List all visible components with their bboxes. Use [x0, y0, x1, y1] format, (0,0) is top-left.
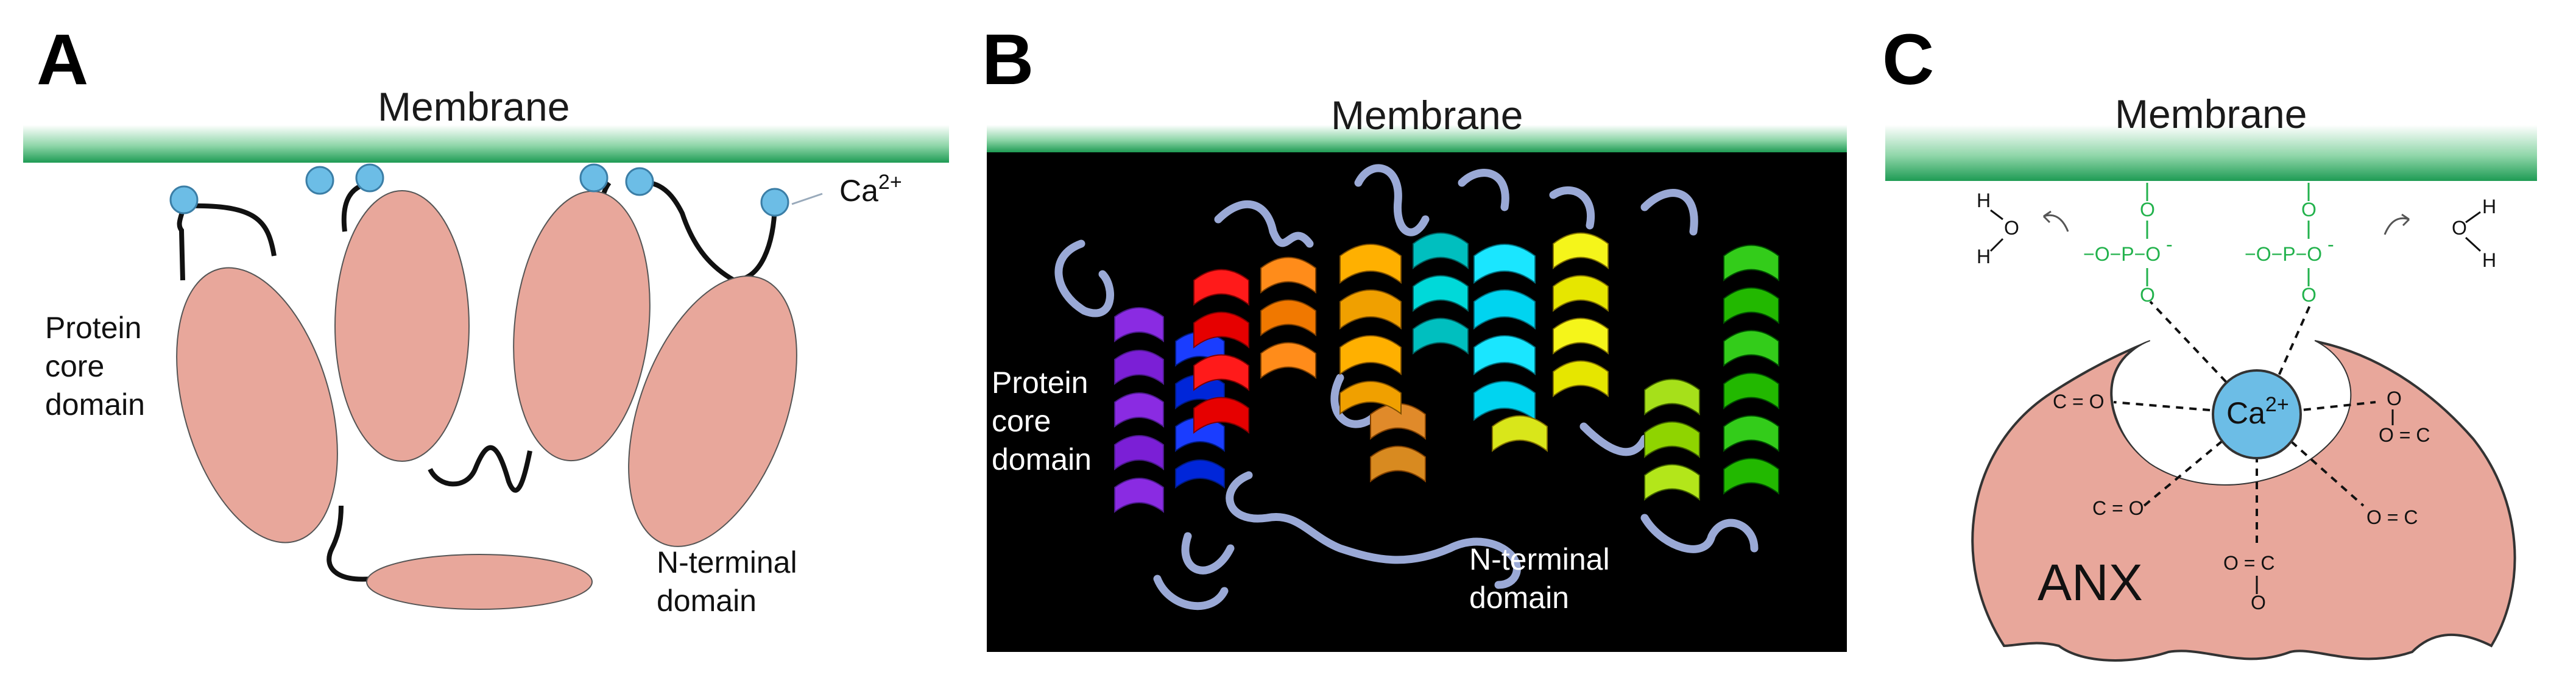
panel-b-nterm-label-2: domain — [1469, 581, 1569, 615]
panel-c-carboxyl-3: O = C — [2223, 552, 2274, 574]
panel-b-coil — [1054, 164, 1759, 610]
panel-a-core-label-1: Protein — [45, 311, 141, 345]
panel-b-helix-orange — [1260, 257, 1426, 483]
panel-b-nterm-label-1: N-terminal — [1469, 542, 1610, 576]
panel-b-helix-teal — [1413, 232, 1469, 355]
panel-b: B Membrane — [982, 19, 1847, 652]
svg-text:O: O — [2004, 217, 2019, 239]
panel-a: A Membrane Ca2+ Protein core domain N-te… — [23, 19, 949, 618]
panel-a-core-label-3: domain — [45, 388, 145, 422]
panel-b-helix-green — [1723, 244, 1779, 495]
svg-text:O: O — [2301, 284, 2317, 306]
ca-ion — [760, 188, 789, 217]
panel-a-letter: A — [37, 19, 88, 100]
panel-a-membrane-label: Membrane — [378, 84, 570, 129]
panel-a-domain-2 — [334, 190, 470, 462]
panel-a-nterminal-domain — [366, 554, 593, 610]
svg-text:O: O — [2140, 199, 2155, 221]
panel-b-helix-red — [1193, 269, 1249, 434]
panel-c-letter: C — [1882, 19, 1934, 100]
panel-b-core-label-1: Protein — [992, 366, 1088, 400]
panel-a-calcium-ions — [169, 163, 789, 217]
panel-b-helix-lime — [1644, 378, 1700, 501]
svg-text:−O−P−O: −O−P−O — [2245, 243, 2322, 265]
svg-text:O: O — [2301, 199, 2317, 221]
panel-b-helix-cyan — [1473, 244, 1536, 422]
panel-c-ion-label: Ca2+ — [2226, 393, 2289, 430]
panel-b-core-label-2: core — [992, 404, 1051, 438]
panel-c-carboxyl-1: O = C — [2379, 424, 2430, 446]
ca-ion — [355, 163, 384, 193]
panel-c-carboxyl-1-ominus: O — [2387, 388, 2402, 409]
svg-text:H: H — [2482, 196, 2496, 218]
panel-b-membrane-label: Membrane — [1331, 93, 1523, 138]
panel-b-core-label-3: domain — [992, 442, 1092, 476]
panel-a-domain-4 — [628, 275, 797, 547]
panel-a-membrane — [23, 125, 949, 163]
svg-text:H: H — [1977, 189, 1991, 211]
panel-b-helix-yellow — [1492, 232, 1609, 453]
panel-b-letter: B — [982, 19, 1034, 100]
panel-b-helix-violet — [1114, 307, 1164, 513]
ca-ion — [305, 166, 334, 195]
panel-c-anx-protein — [1971, 340, 2516, 662]
panel-a-ion-label: Ca2+ — [839, 171, 902, 208]
svg-text:H: H — [2482, 249, 2496, 271]
svg-text:O: O — [2452, 217, 2467, 239]
svg-text:-: - — [2327, 233, 2334, 255]
svg-text:-: - — [2166, 233, 2173, 255]
panel-c-water-left: H O H — [1977, 189, 2069, 267]
panel-c: C Membrane Ca2+ O −O−P−O - O — [1882, 19, 2537, 662]
panel-c-membrane-label: Membrane — [2115, 91, 2307, 136]
panel-a-core-label-2: core — [45, 349, 104, 383]
svg-text:H: H — [1977, 246, 1991, 267]
panel-b-helix-yellow-orange — [1339, 244, 1402, 416]
panel-c-calcium-ion — [2212, 369, 2302, 459]
ca-ion — [625, 167, 654, 196]
panel-a-nterm-label-1: N-terminal — [657, 545, 797, 579]
panel-c-carboxyl-2: O = C — [2366, 506, 2418, 528]
panel-c-phosphate-left: O −O−P−O - O — [2083, 183, 2173, 306]
panel-c-phosphate-right: O −O−P−O - O — [2245, 183, 2334, 306]
panel-a-domain-1 — [176, 267, 338, 543]
panel-c-carbonyl-2: C = O — [2092, 497, 2144, 519]
svg-text:O: O — [2140, 284, 2155, 306]
panel-c-membrane — [1885, 125, 2537, 181]
panel-a-nterm-label-2: domain — [657, 584, 757, 618]
panel-c-anx-label: ANX — [2038, 554, 2143, 611]
panel-a-ion-pointer — [791, 193, 823, 205]
panel-b-membrane — [987, 125, 1847, 152]
svg-text:−O−P−O: −O−P−O — [2083, 243, 2161, 265]
panel-c-water-right: O H H — [2384, 196, 2496, 271]
panel-c-carboxyl-3-ominus: O — [2251, 592, 2266, 614]
ca-ion — [169, 185, 199, 214]
ca-ion — [579, 163, 609, 193]
panel-c-carbonyl-1: C = O — [2053, 391, 2104, 412]
